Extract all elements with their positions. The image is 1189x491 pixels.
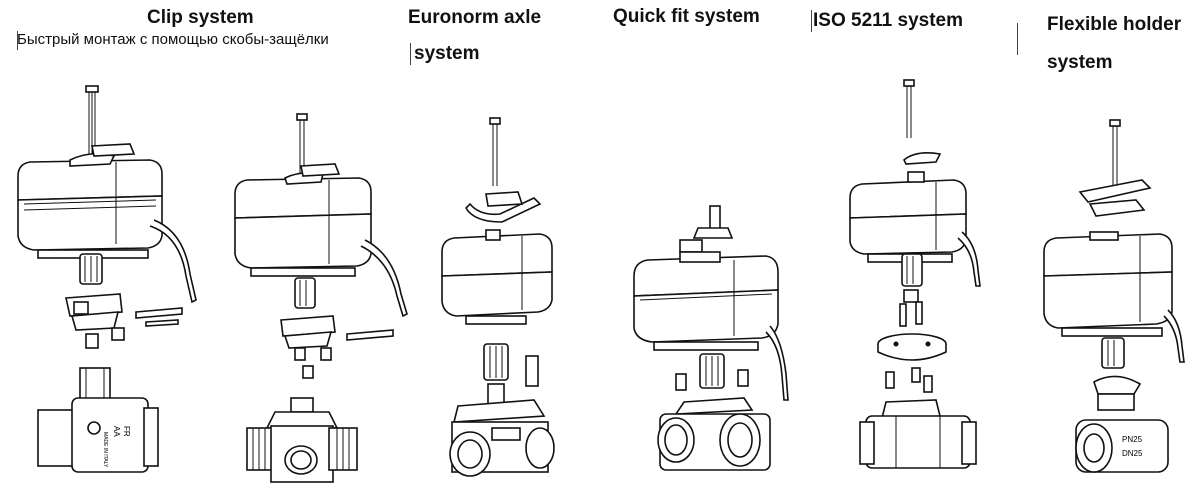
divider-line [1017, 23, 1018, 55]
ball-valve-body: AA FR MADE IN ITALY [37, 367, 159, 473]
valve-mark-fr: FR [122, 426, 131, 437]
actuator-housing [234, 163, 372, 277]
euronorm-axle-system-title-line2: system [414, 43, 480, 64]
flexible-holder-bracket [1078, 179, 1152, 217]
divider-line [410, 43, 411, 65]
iso-flange-plate [877, 301, 947, 361]
mounting-screw [903, 79, 915, 138]
actuator-housing [441, 229, 553, 325]
actuator-housing [849, 152, 967, 263]
spring-clip [465, 191, 542, 223]
iso-5211-system-title: ISO 5211 system [813, 10, 963, 31]
clip-bracket [280, 315, 394, 349]
iso-5211-system-drawing [849, 79, 981, 469]
fixing-screws [885, 367, 933, 393]
euronorm-axle-system-title-line1: Euronorm axle [408, 7, 542, 28]
clip-system-subtitle: Быстрый монтаж с помощью скобы-защёлки [17, 31, 329, 48]
valve-mark-pn25: PN25 [1122, 435, 1143, 444]
flexible-holder-system-title-line2: system [1047, 52, 1113, 73]
actuator-cable [149, 219, 197, 304]
actuator-housing [1043, 231, 1173, 337]
divider-line [811, 10, 812, 32]
mounting-screw [1109, 119, 1121, 190]
valve-mark-aa: AA [112, 426, 121, 437]
valve-mark-made-in-italy: MADE IN ITALY [102, 432, 108, 468]
fixing-screws [85, 327, 125, 349]
quick-fit-valve-body [657, 397, 771, 471]
flexible-coupler [1093, 375, 1142, 411]
three-way-valve-body [246, 397, 358, 483]
euronorm-axle-system-drawing [441, 117, 555, 477]
actuator-cable [765, 325, 789, 401]
quick-fit-coupling [679, 205, 734, 253]
fixing-screws [294, 347, 332, 379]
quick-fit-system-drawing [633, 205, 789, 471]
drive-adapter [483, 343, 539, 387]
valve-mark-dn25: DN25 [1122, 449, 1143, 458]
clip-system-title: Clip system [147, 7, 254, 28]
drive-adapter [79, 253, 103, 285]
clip-system-3-way-valve-drawing [234, 113, 408, 483]
actuator-housing [633, 251, 779, 351]
clip-bracket [65, 293, 183, 331]
quick-fit-system-title: Quick fit system [613, 6, 760, 27]
mounting-screw [489, 117, 501, 186]
clip-system-exploded-drawing: AA FR MADE IN ITALY [17, 85, 197, 473]
drive-adapter [901, 253, 923, 303]
iso-ball-valve-body [859, 399, 977, 469]
drive-adapter [675, 353, 749, 391]
actuator-housing [17, 143, 163, 259]
drive-adapter [294, 277, 316, 309]
actuator-cable [1163, 309, 1185, 363]
flexible-holder-system-drawing: PN25 DN25 [1043, 119, 1185, 473]
ball-valve-body: PN25 DN25 [1075, 419, 1169, 473]
divider-line [17, 31, 18, 50]
flexible-holder-system-title-line1: Flexible holder [1047, 14, 1182, 35]
euronorm-valve-body [449, 383, 555, 477]
actuator-cable [360, 239, 408, 318]
actuator-cable [957, 231, 981, 287]
drive-adapter [1101, 337, 1125, 369]
